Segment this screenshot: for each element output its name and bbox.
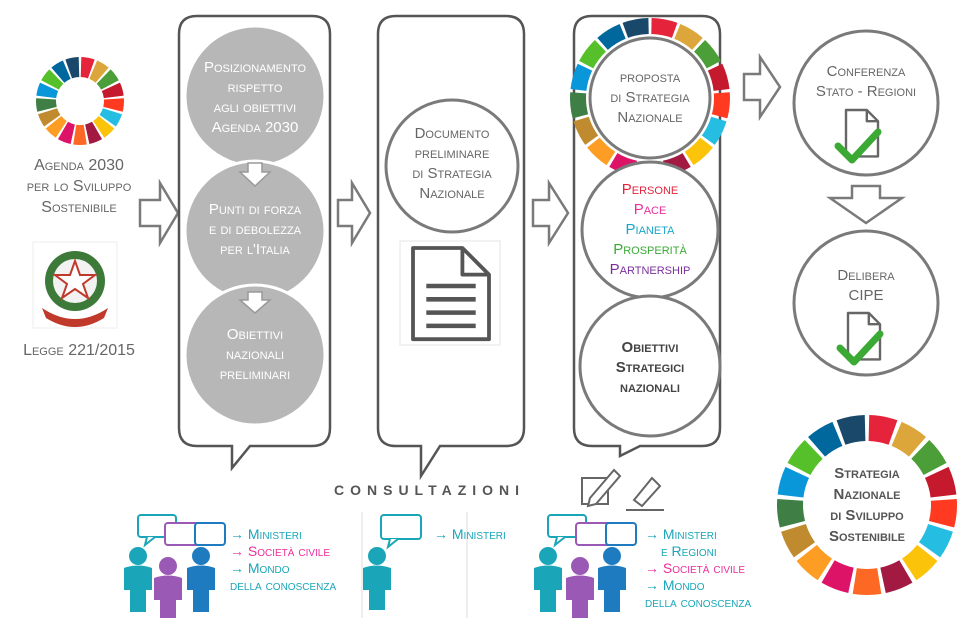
arrow-to-col3 [531,178,570,248]
sdg-segment [89,60,109,83]
positioning-circle: Posizionamento rispetto agli obiettivi A… [203,59,307,136]
sdg-segment [924,466,957,498]
sdg-segment [707,63,730,91]
sdg-segment [777,466,810,498]
sdg-segment [41,69,64,90]
group-1-labels: → Ministeri → Società civile → Mondo del… [230,526,337,593]
conferenza-circle: Conferenza Stato - Regioni [815,63,917,100]
proposal-circle: proposta di Strategia Nazionale [610,69,690,126]
strengths-circle: Punti di forza e di debolezza per l'Ital… [208,201,302,258]
sdg-segment [852,568,882,595]
five-p-partnership: Partnership [609,261,691,278]
sdg-segment [701,116,727,145]
sdg-segment [99,108,122,127]
sdg-segment [570,92,589,119]
sdg-segment [651,18,678,38]
five-p-prosperita: Prosperità [613,241,687,258]
sdg-segment [674,23,703,50]
sdg-segment [587,137,616,166]
sdg-segment [36,98,57,112]
sdg-segment [777,498,806,528]
sdg-segment [85,121,103,144]
sdg-segment [57,121,75,144]
sdg-segment [51,60,71,83]
five-p-pianeta: Pianeta [625,221,675,238]
people-group-3 [534,514,637,618]
arrow-to-col1 [138,178,180,248]
strategic-objectives-circle: Obiettivi Strategici nazionali [615,339,685,396]
group-3-labels: → Ministeri e Regioni → Società civile →… [645,526,752,610]
arrow-to-delibera [826,184,906,225]
preliminary-document-circle: Documento preliminare di Strategia Nazio… [412,125,492,202]
sdg-segment [570,63,593,91]
sdg-segment [36,82,59,99]
sdg-wheel-small [36,57,124,145]
preliminary-objectives-circle: Obiettivi nazionali preliminari [219,326,291,383]
edit-icon [581,468,622,508]
sdg-segment [891,421,926,457]
sdg-wheel-strategia [777,415,957,595]
arrow-to-col2 [336,178,372,248]
sdg-segment [781,524,815,558]
arrow-to-conferenza [742,52,782,122]
sdg-segment [73,124,87,145]
sdg-segment [579,39,606,69]
repubblica-emblem [32,241,118,329]
sdg-segment [597,23,626,50]
sdg-segment [880,560,913,594]
sdg-segment [711,92,730,119]
sdg-segment [868,415,898,445]
sdg-segment [101,82,124,99]
sdg-segment [694,39,721,69]
sdg-segment [928,498,957,528]
sdg-segment [808,421,843,457]
sdg-segment [96,69,119,90]
sdg-segment [103,98,124,112]
highlighter-icon [626,476,664,511]
five-p-persone: Persone [621,181,679,198]
sdg-segment [796,544,832,581]
five-p-pace: Pace [633,201,667,218]
sdg-segment [38,108,61,127]
sdg-segment [93,116,115,138]
sdg-segment [902,544,938,581]
sdg-segment [836,415,866,445]
legge-label: Legge 221/2015 [23,342,135,359]
sdg-segment [787,440,823,476]
sdg-segment [80,57,95,79]
sdg-segment [573,116,599,145]
group-2-labels: → Ministeri [434,526,506,542]
sdg-segment [45,116,67,138]
agenda-2030-label: Agenda 2030 per lo Sviluppo Sostenibile [26,157,132,216]
sdg-segment [919,524,953,558]
strategia-circle: Strategia Nazionale di Sviluppo Sostenib… [828,465,905,545]
sdg-segment [911,440,947,476]
consultazioni-label: CONSULTAZIONI [334,482,526,498]
people-group-1 [124,514,226,618]
sdg-ring-proposta [570,18,730,178]
five-p-circle: Persone Pace Pianeta Prosperità Partners… [590,180,710,280]
sdg-segment [821,560,854,594]
delibera-circle: Delibera CIPE [837,267,895,304]
sdg-segment [65,57,80,79]
sdg-segment [684,137,713,166]
sdg-segment [622,18,649,38]
people-group-2 [363,514,422,610]
